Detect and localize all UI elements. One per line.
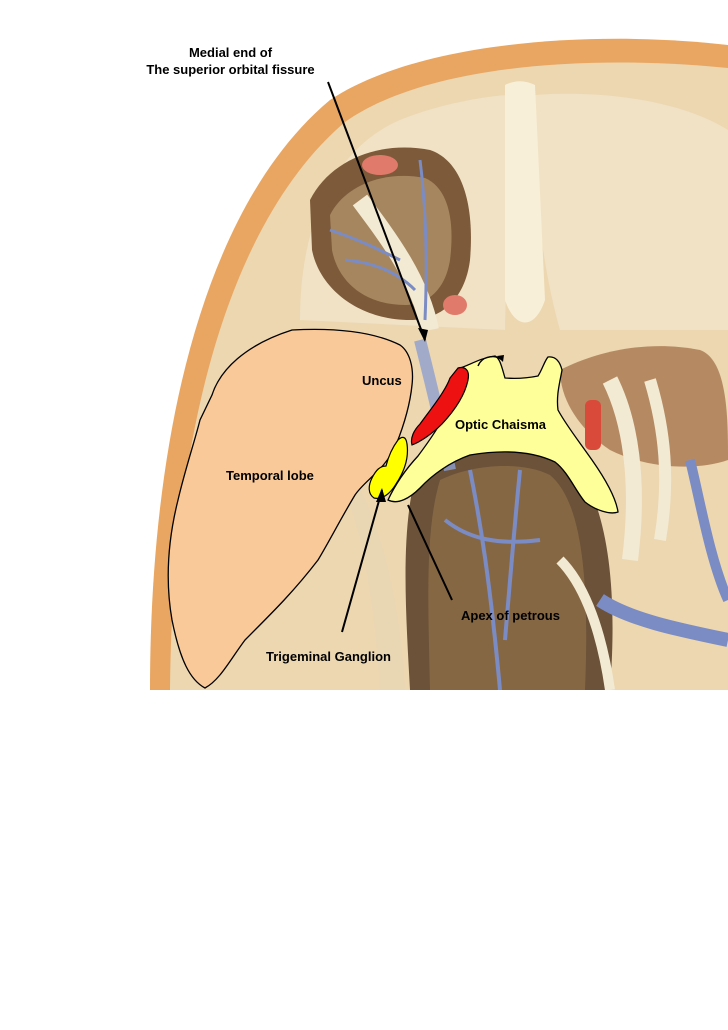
- apex-petrous-label: Apex of petrous: [461, 608, 560, 623]
- optic-chiasma-label: Optic Chaisma: [455, 417, 547, 432]
- carotid-structure: [410, 366, 470, 446]
- right-cavernous: [560, 346, 728, 467]
- fissure-pointer-arrowhead: [418, 328, 428, 342]
- apex-pointer-line: [407, 504, 453, 601]
- fissure-pointer-line: [327, 81, 426, 341]
- fissure-label-line2: The superior orbital fissure: [146, 62, 315, 77]
- trigeminal-pointer-line: [341, 489, 383, 633]
- uncus-label: Uncus: [362, 373, 402, 388]
- crista-galli: [505, 81, 545, 323]
- trigeminal-pointer-arrowhead: [376, 488, 386, 502]
- fissure-label-line1: Medial end of: [188, 45, 273, 60]
- fissure-label: Medial end of The superior orbital fissu…: [128, 44, 333, 78]
- temporal-lobe-label: Temporal lobe: [226, 468, 314, 483]
- optic-chiasma-region: [387, 355, 619, 514]
- temporal-lobe-region: [167, 328, 414, 689]
- trigeminal-ganglion-label: Trigeminal Ganglion: [266, 649, 391, 664]
- trigeminal-ganglion-region: [368, 436, 409, 499]
- skull-base-background: [135, 0, 728, 690]
